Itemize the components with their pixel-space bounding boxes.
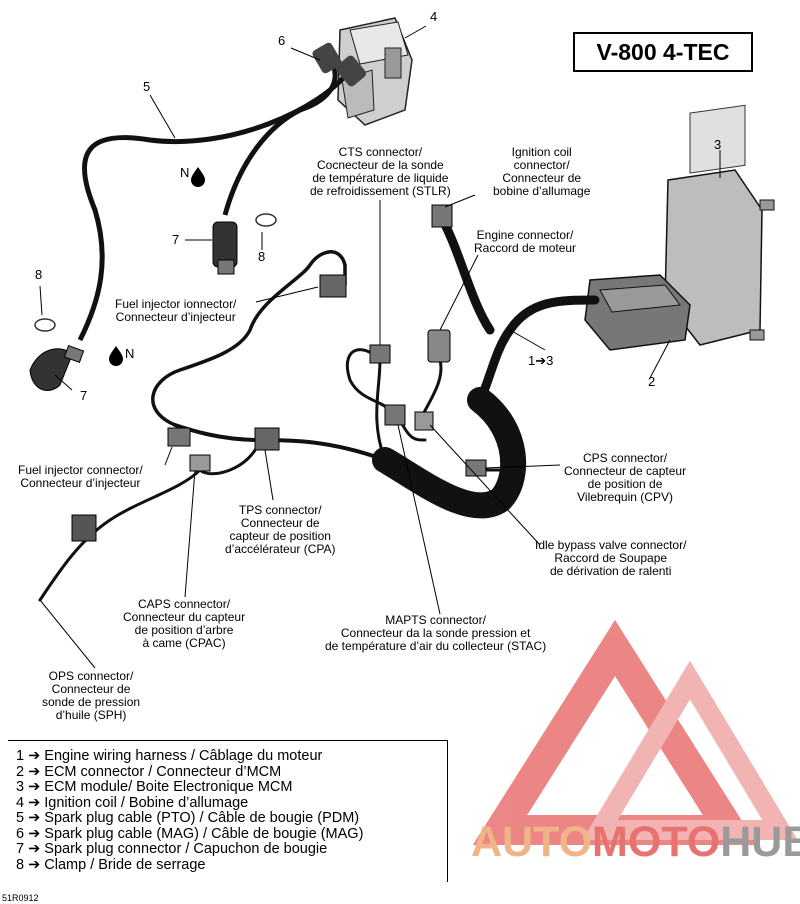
legend-item: 3 ➔ ECM module/ Boite Electronique MCM <box>16 779 293 795</box>
engine-connector-body <box>427 329 451 363</box>
ops-connector-body <box>71 514 97 542</box>
ecm-module <box>664 104 775 346</box>
clamp-upper <box>255 213 277 227</box>
part-code: 51R0912 <box>2 893 39 903</box>
nd-label-top: N <box>180 165 190 180</box>
watermark-text: AUTOMOTOHUB <box>471 818 800 866</box>
callout-number-4: 4 <box>430 9 438 24</box>
fuel-injector-connector-left-body <box>167 427 191 447</box>
leader-lines <box>39 25 721 669</box>
ignition-coil-harness-connector <box>431 204 453 228</box>
mapts-connector-body <box>384 404 406 426</box>
caps-connector-body <box>189 454 211 472</box>
fuel-drop-icon <box>191 167 205 187</box>
ecm-connector <box>584 274 691 351</box>
callout-number-8-left: 8 <box>35 267 43 282</box>
fuel-injector-connector-left-label: Fuel injector connector/Connecteur d’inj… <box>18 463 143 490</box>
callout-number-7-upper: 7 <box>172 232 180 247</box>
legend-item: 4 ➔ Ignition coil / Bobine d’allumage <box>16 794 249 811</box>
legend-item: 5 ➔ Spark plug cable (PTO) / Câble de bo… <box>16 810 360 826</box>
callout-number-3: 3 <box>714 137 722 152</box>
fuel-injector-connector-top <box>319 274 347 298</box>
cable-boot-6 <box>312 42 342 74</box>
ignition-coil <box>337 17 413 126</box>
engine-connector-label: Engine connector/Raccord de moteur <box>474 228 577 255</box>
tps-connector-body <box>254 427 280 451</box>
model-title: V-800 4-TEC <box>573 32 753 72</box>
cable-boot-5 <box>335 55 367 87</box>
mapts-connector-label: MAPTS connector/Connecteur da la sonde p… <box>325 613 547 653</box>
callout-number-6: 6 <box>278 33 286 48</box>
callout-number-2: 2 <box>648 374 656 389</box>
callout-number-1-3: 1➔3 <box>528 353 554 368</box>
fuel-injector-connector-top-label: Fuel injector ionnector/Connecteur d’inj… <box>115 297 237 324</box>
idle-valve-connector-body <box>414 411 434 431</box>
legend-item: 8 ➔ Clamp / Bride de serrage <box>16 856 206 873</box>
watermark-logo <box>472 619 798 845</box>
legend-item: 7 ➔ Spark plug connector / Capuchon de b… <box>16 841 328 857</box>
clamp-left <box>34 318 56 332</box>
callout-number-8-upper: 8 <box>258 249 266 264</box>
spark-plug-connector-left <box>29 344 85 391</box>
fuel-drop-icon-left <box>109 346 123 366</box>
idle-bypass-valve-connector-label: Idle bypass valve connector/Raccord de S… <box>535 538 687 578</box>
callout-number-5: 5 <box>143 79 151 94</box>
cts-connector-body <box>369 344 391 364</box>
parts-legend: 1 ➔ Engine wiring harness / Câblage du m… <box>8 740 448 882</box>
spark-plug-connector-upper <box>212 221 238 275</box>
legend-item: 1 ➔ Engine wiring harness / Câblage du m… <box>16 748 323 764</box>
legend-item: 2 ➔ ECM connector / Connecteur d’MCM <box>16 763 282 780</box>
callout-number-7-left: 7 <box>80 388 88 403</box>
spark-plug-cable-5 <box>77 68 352 342</box>
legend-item: 6 ➔ Spark plug cable (MAG) / Câble de bo… <box>16 825 364 842</box>
nd-label-left: N <box>125 346 135 361</box>
